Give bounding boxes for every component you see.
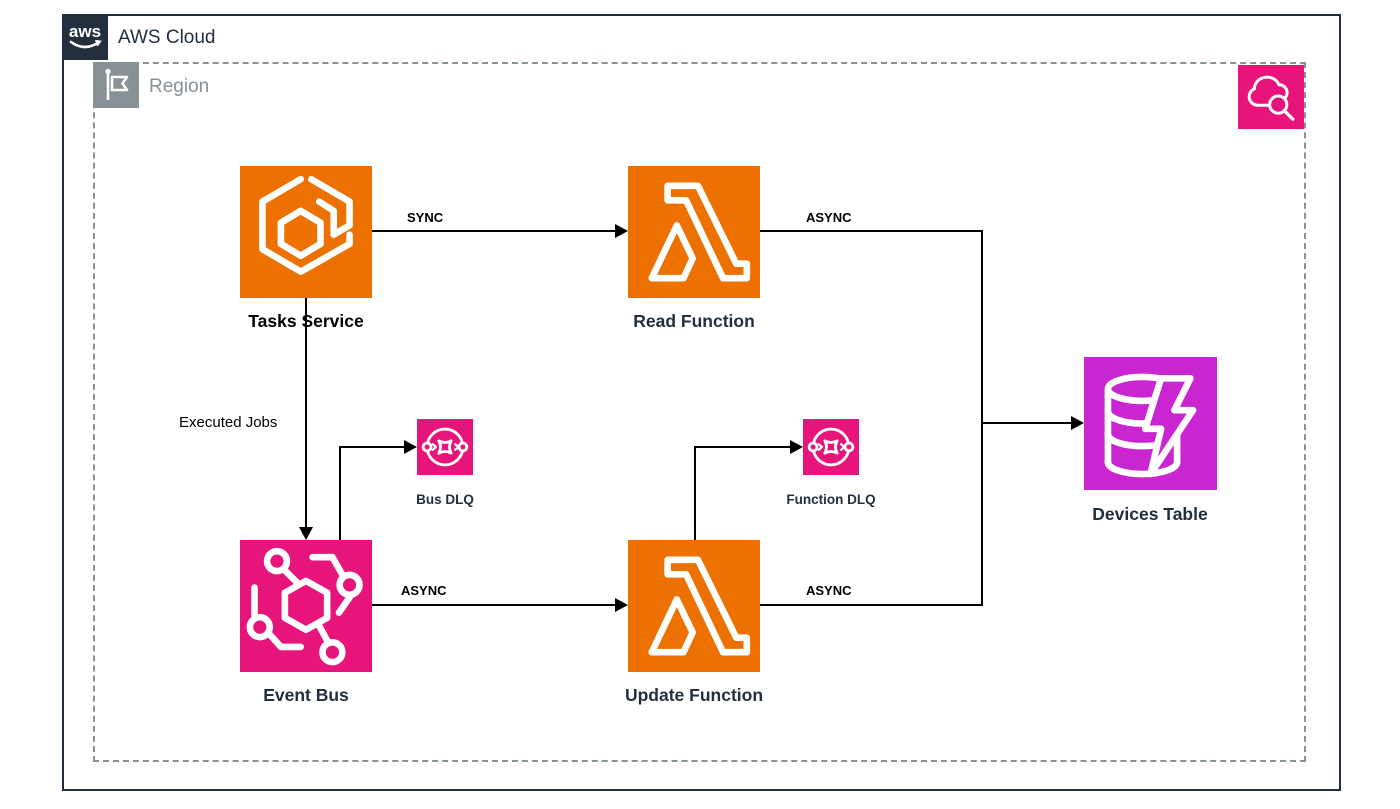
sqs-icon — [417, 419, 473, 475]
edge-label-async-read: ASYNC — [806, 210, 852, 225]
svg-text:aws: aws — [69, 22, 101, 41]
edge-label-async-bus: ASYNC — [401, 583, 447, 598]
edge-label-async-update: ASYNC — [806, 583, 852, 598]
lambda-icon — [628, 166, 760, 298]
edge-bus-to-busdlq-h — [339, 446, 409, 448]
region-label: Region — [149, 76, 210, 97]
edge-update-to-fndlq-v — [694, 446, 696, 540]
aws-logo-icon: aws — [62, 14, 108, 60]
arrowhead-icon — [1071, 416, 1084, 430]
node-label-update-function: Update Function — [624, 685, 764, 705]
node-label-read-function: Read Function — [633, 311, 755, 331]
arrowhead-icon — [790, 440, 803, 454]
dynamodb-icon — [1084, 357, 1217, 490]
edge-update-to-trunk — [760, 604, 983, 606]
arrowhead-icon — [404, 440, 417, 454]
sqs-icon — [803, 419, 859, 475]
edge-read-to-trunk — [760, 230, 983, 232]
edge-label-executed-jobs: Executed Jobs — [179, 414, 278, 431]
region-flag-icon — [93, 62, 139, 108]
node-label-function-dlq: Function DLQ — [786, 492, 876, 507]
edge-trunk-vertical — [981, 230, 983, 606]
arrowhead-icon — [615, 224, 628, 238]
edge-trunk-to-devices — [981, 422, 1072, 424]
node-label-bus-dlq: Bus DLQ — [416, 492, 474, 507]
lambda-icon — [628, 540, 760, 672]
node-label-event-bus: Event Bus — [263, 685, 349, 705]
ecs-icon — [240, 166, 372, 298]
arrowhead-icon — [299, 527, 313, 540]
node-label-tasks-service: Tasks Service — [248, 311, 364, 331]
arrowhead-icon — [615, 598, 628, 612]
edge-tasks-to-read — [372, 230, 618, 232]
edge-tasks-to-bus — [305, 298, 307, 528]
edge-update-to-fndlq-h — [694, 446, 794, 448]
edge-label-sync: SYNC — [407, 210, 444, 225]
edge-bus-to-update — [372, 604, 618, 606]
eventbridge-icon — [240, 540, 372, 672]
edge-bus-to-busdlq-v — [339, 446, 341, 540]
region-group: Region — [93, 62, 1306, 762]
aws-cloud-label: AWS Cloud — [118, 27, 216, 48]
node-label-devices-table: Devices Table — [1092, 504, 1208, 524]
cloudwatch-icon — [1238, 65, 1304, 129]
